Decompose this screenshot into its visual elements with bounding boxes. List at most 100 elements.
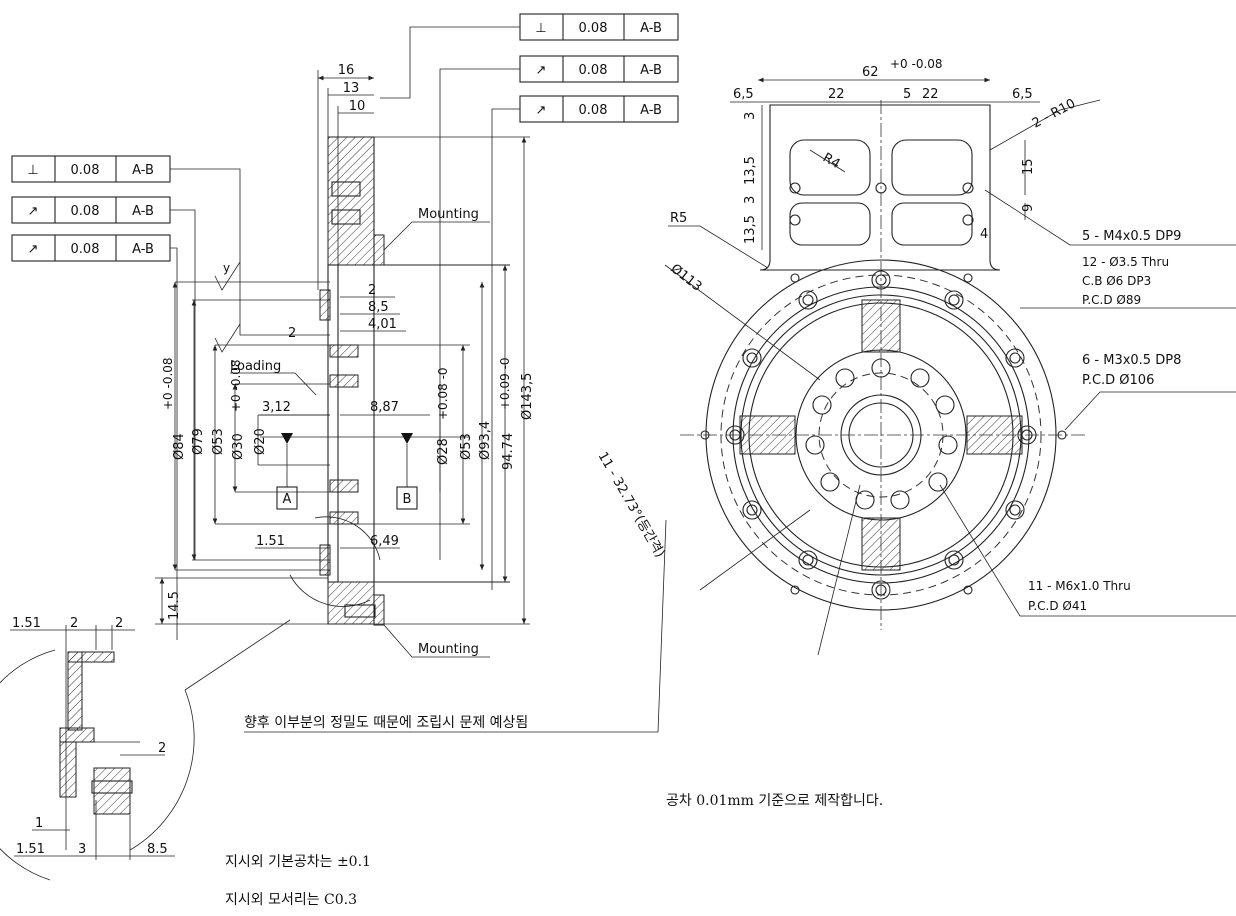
perpendicularity-icon: ⊥ [27, 163, 38, 178]
dim-1-51-label: 1.51 [12, 616, 41, 631]
dia-113-label: Ø113 [668, 261, 705, 294]
runout-icon: ↗ [536, 63, 547, 78]
note-m4-line2: 12 - Ø3.5 Thru [1082, 255, 1169, 269]
notes-group: 향후 이부분의 정밀도 때문에 조립시 문제 예상됨 공차 0.01mm 기준으… [225, 519, 883, 908]
dia-53b-label: Ø53 [459, 433, 474, 460]
note-m4-line3: C.B Ø6 DP3 [1082, 274, 1151, 288]
dim-6-5-label: 6,5 [1012, 87, 1033, 102]
precision-warning-note: 향후 이부분의 정밀도 때문에 조립시 문제 예상됨 [244, 715, 528, 731]
dim-62-tol-label: +0 -0.08 [890, 57, 943, 71]
detail-view: 1.51 2 2 2 1 1.51 3 8.5 [0, 616, 291, 881]
dim-8-5-label: 8,5 [368, 300, 389, 315]
fcf-datum: A-B [640, 103, 662, 118]
dia-93-4-label: Ø93,4 [478, 421, 493, 460]
dia-84-tol-label: +0 -0.08 [161, 357, 175, 410]
fcf-value: 0.08 [579, 103, 608, 118]
fcf-datum: A-B [132, 242, 154, 257]
tolerance-note: 공차 0.01mm 기준으로 제작합니다. [666, 793, 883, 809]
runout-icon: ↗ [536, 103, 547, 118]
front-view: 62 +0 -0.08 6,5 22 5 22 6,5 2 - R10 R4 R… [595, 57, 1236, 656]
fcf-top-3: ↗ 0.08 A-B [519, 95, 679, 123]
dim-r5-label: R5 [670, 211, 687, 226]
dim-1-51-label: 1.51 [16, 842, 45, 857]
dim-1-label: 1 [35, 816, 43, 831]
fcf-top-2: ↗ 0.08 A-B [519, 55, 679, 83]
dim-2-label: 2 [115, 616, 123, 631]
dim-6-49-label: 6,49 [370, 534, 399, 549]
dim-4-01-label: 4,01 [368, 317, 397, 332]
fcf-datum: A-B [132, 204, 154, 219]
dim-4-label: 4 [980, 227, 988, 242]
note-m3-line2: P.C.D Ø106 [1082, 373, 1154, 388]
fcf-datum: A-B [640, 21, 662, 36]
dim-22-label: 22 [828, 87, 845, 102]
dim-5-label: 5 [903, 87, 911, 102]
fcf-top-1: ⊥ 0.08 A-B [519, 13, 679, 41]
dim-3-12-label: 3,12 [262, 400, 291, 415]
dia-30-label: Ø30 [231, 433, 246, 460]
fcf-left-1: ⊥ 0.08 A-B [11, 155, 171, 183]
mounting-bottom-label: Mounting [418, 642, 479, 657]
perpendicularity-icon: ⊥ [535, 21, 546, 36]
note-m4-line4: P.C.D Ø89 [1082, 293, 1141, 307]
fcf-datum: A-B [640, 63, 662, 78]
dia-94-74-label: 94.74 [501, 433, 516, 470]
surface-finish-icon [214, 261, 241, 291]
fcf-leader [380, 26, 520, 99]
loading-label: Loading [230, 359, 281, 374]
dim-13-label: 13 [343, 81, 360, 96]
dim-6-5-label: 6,5 [733, 87, 754, 102]
datum-a-label: A [283, 492, 292, 507]
dia-30-tol-label: +0 -0.08 [229, 359, 243, 412]
bolt-holes-inner [805, 358, 958, 510]
side-section-view: 16 13 10 2 8,5 4,01 2 Mounting Mounting … [155, 63, 535, 658]
flange-top-section [327, 136, 375, 266]
dia-53-label: Ø53 [211, 428, 226, 455]
dim-8-5-label: 8.5 [147, 842, 168, 857]
dim-62-label: 62 [862, 65, 879, 80]
dia-143-5-label: Ø143,5 [520, 373, 535, 420]
dim-2-label: 2 [70, 616, 78, 631]
surface-finish-icon [214, 323, 241, 353]
dia-94-74-tol-label: +0.09 -0 [498, 357, 512, 410]
flange-bottom-section [327, 581, 375, 625]
surface-finish-label: y [223, 261, 230, 275]
dim-16-label: 16 [338, 63, 355, 78]
fcf-value: 0.08 [579, 21, 608, 36]
dim-15-label: 15 [1021, 158, 1036, 175]
runout-icon: ↗ [28, 204, 39, 219]
note-m4-line1: 5 - M4x0.5 DP9 [1082, 229, 1181, 244]
dim-2-label: 2 [158, 741, 166, 756]
dim-2-label: 2 [288, 326, 296, 341]
angle-note-label: 11 - 32.73°(등간격) [595, 450, 668, 561]
dim-13-5-label: 13,5 [743, 215, 758, 244]
datum-b-label: B [403, 492, 412, 507]
dim-9-label: 9 [1021, 204, 1036, 212]
dim-2-r10-label: 2 - R10 [1030, 96, 1078, 131]
mounting-top-label: Mounting [418, 207, 479, 222]
dia-20-label: Ø20 [253, 428, 268, 455]
note-m6-line2: P.C.D Ø41 [1028, 599, 1087, 613]
fcf-value: 0.08 [579, 63, 608, 78]
dim-22-label: 22 [922, 87, 939, 102]
dim-8-87-label: 8,87 [370, 400, 399, 415]
note-m6-line1: 11 - M6x1.0 Thru [1028, 579, 1131, 593]
fcf-value: 0.08 [71, 242, 100, 257]
bolt-holes-outer [725, 270, 1037, 600]
dia-79-label: Ø79 [191, 428, 206, 455]
fcf-left-2: ↗ 0.08 A-B [11, 196, 171, 224]
dim-3-label: 3 [743, 196, 758, 204]
fcf-leader [491, 108, 520, 590]
fcf-value: 0.08 [71, 204, 100, 219]
fcf-leader [439, 68, 520, 560]
dim-r4-label: R4 [820, 150, 842, 172]
dim-10-label: 10 [349, 99, 366, 114]
fcf-leader [170, 168, 330, 336]
dim-2-label: 2 [368, 283, 376, 298]
fcf-value: 0.08 [71, 163, 100, 178]
fcf-left-3: ↗ 0.08 A-B [11, 234, 171, 262]
note-m3-line1: 6 - M3x0.5 DP8 [1082, 353, 1181, 368]
fcf-datum: A-B [132, 163, 154, 178]
dim-3-label: 3 [743, 112, 758, 120]
